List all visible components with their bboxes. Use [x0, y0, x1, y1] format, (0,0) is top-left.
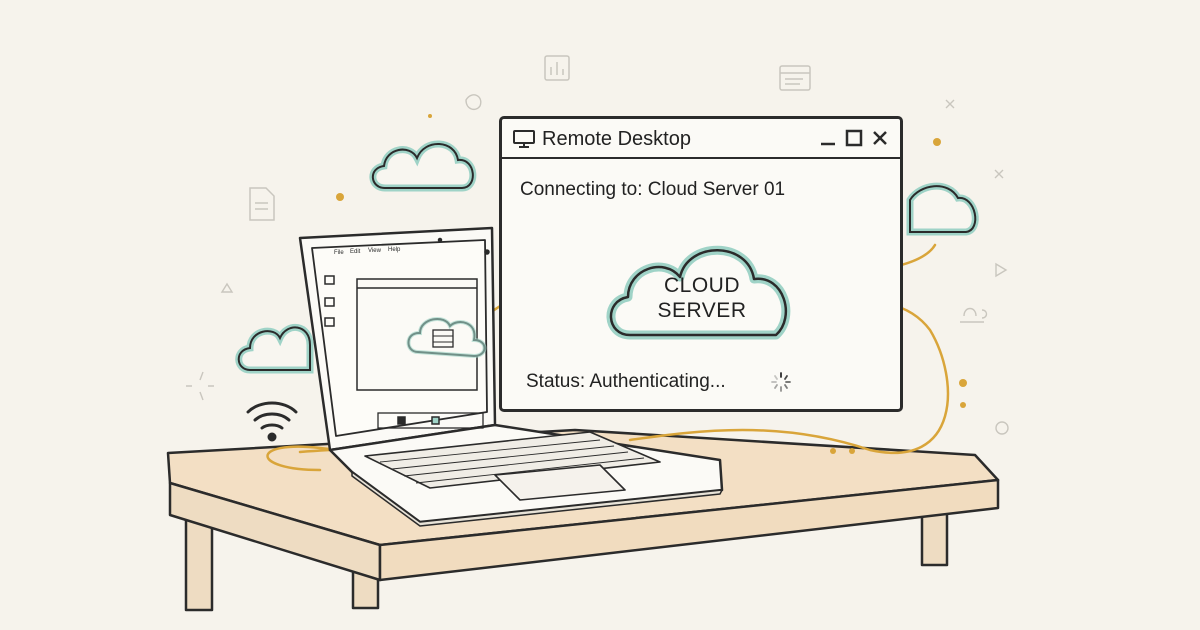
minimize-icon[interactable]	[818, 128, 838, 148]
status-text: Status: Authenticating...	[526, 371, 726, 392]
monitor-icon	[513, 130, 535, 148]
close-icon[interactable]	[870, 128, 890, 148]
cloud-label-line1: CLOUD	[663, 274, 740, 297]
list-icon	[779, 65, 811, 91]
laptop-menu-help: Help	[388, 247, 401, 253]
laptop-menu-edit: Edit	[350, 249, 361, 255]
spinner-icon	[771, 372, 791, 392]
laptop	[298, 226, 724, 527]
remote-desktop-window: Remote Desktop Connecting to: Cloud Serv…	[499, 116, 903, 412]
connecting-text: Connecting to: Cloud Server 01	[520, 179, 786, 200]
server-icon	[406, 316, 487, 359]
sparkle-decorations	[186, 94, 1009, 435]
cloud-server-icon	[606, 245, 791, 340]
cloud-icon-right	[906, 182, 979, 236]
window-titlebar: Remote Desktop	[502, 119, 900, 159]
chart-icon	[544, 55, 570, 81]
laptop-menu-file: File	[334, 250, 344, 256]
cloud-icon	[369, 140, 477, 192]
laptop-keyboard-keys	[379, 439, 645, 484]
cloud-icon-left	[235, 324, 314, 374]
document-icon	[249, 187, 275, 221]
dot-decorations	[336, 114, 967, 387]
maximize-icon[interactable]	[844, 128, 864, 148]
wifi-icon	[246, 401, 298, 442]
laptop-menu-bar: File Edit View Help	[334, 247, 401, 256]
window-title: Remote Desktop	[542, 128, 691, 150]
cloud-label-line2: SERVER	[657, 299, 747, 322]
laptop-menu-view: View	[368, 248, 382, 254]
